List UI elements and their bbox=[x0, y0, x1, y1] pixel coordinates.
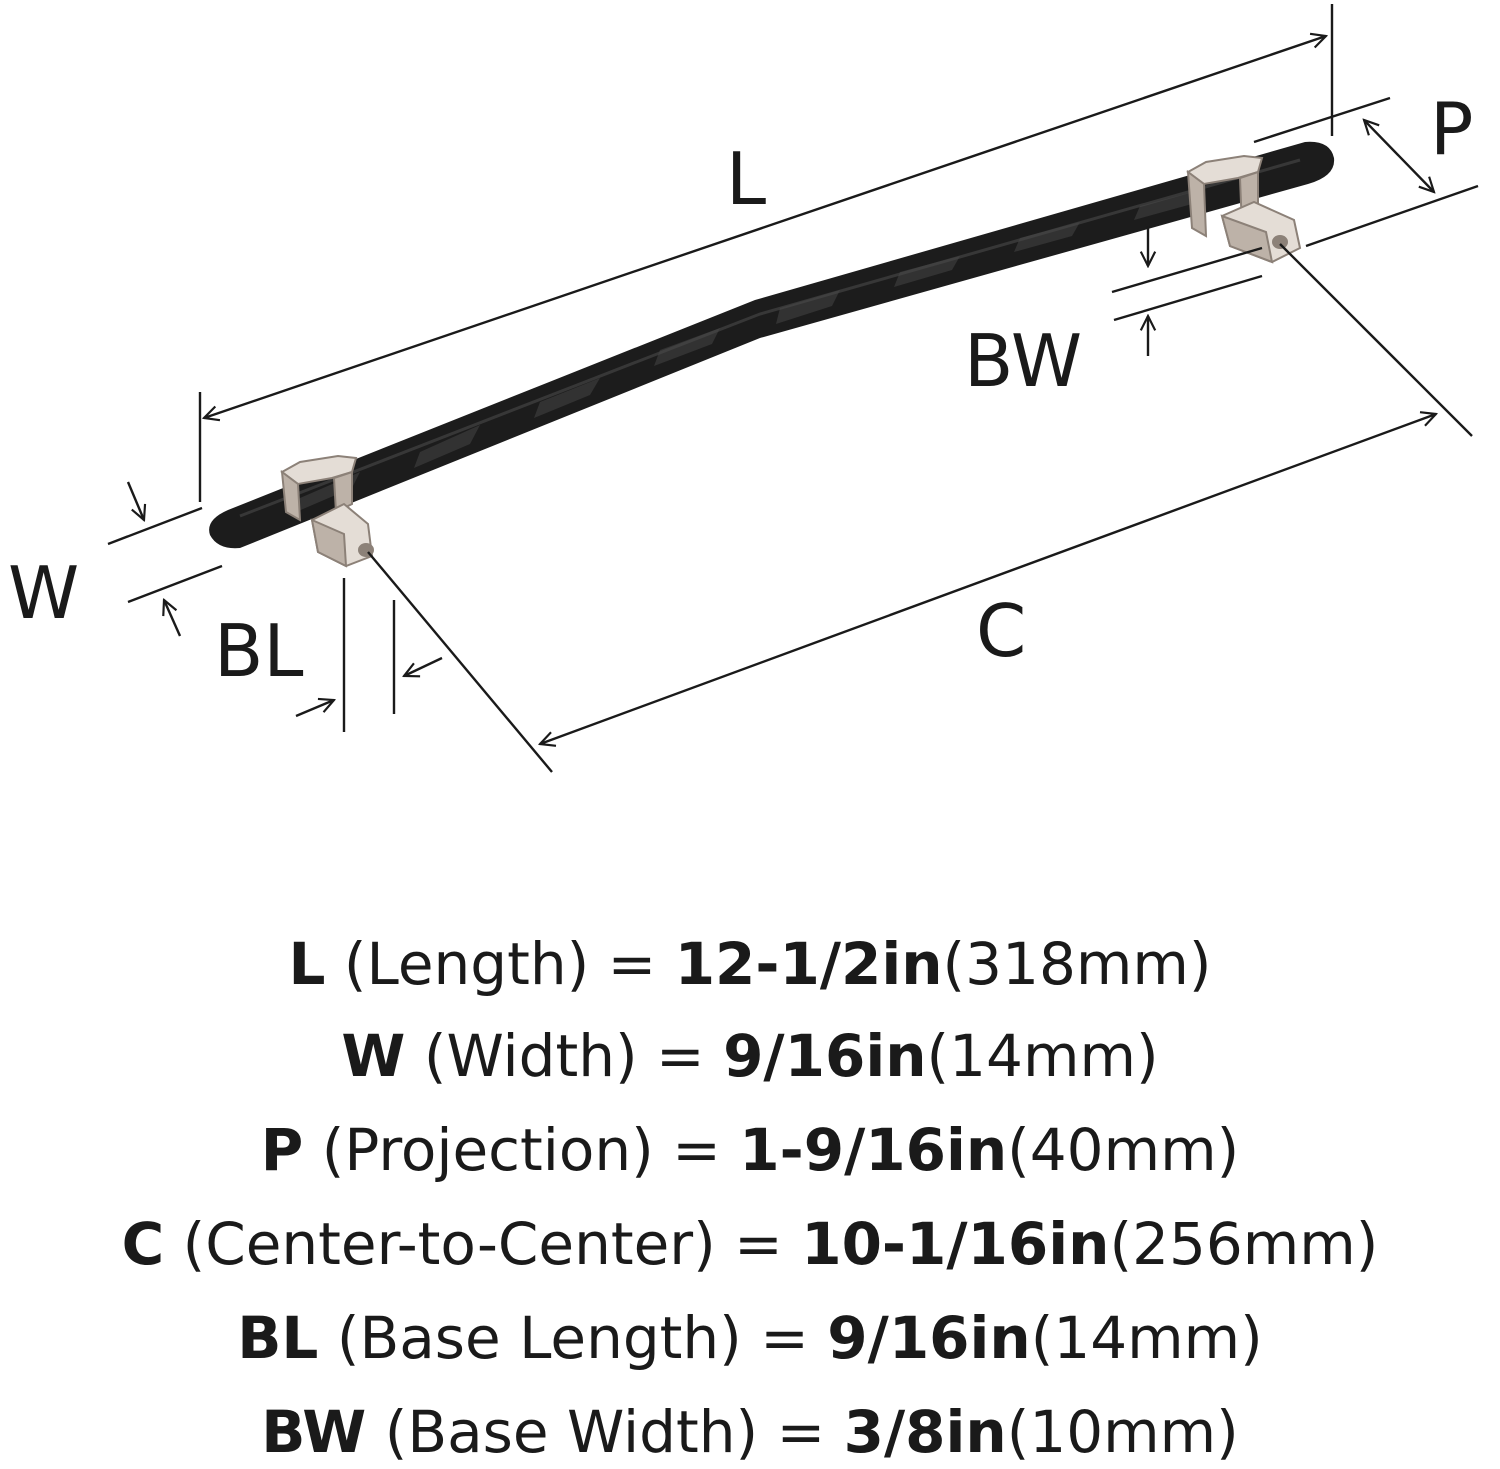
projection-arrow bbox=[1364, 120, 1434, 192]
label-P: P bbox=[1430, 87, 1473, 171]
length-arrow bbox=[204, 36, 1326, 418]
center-to-center-arrow bbox=[540, 414, 1436, 744]
label-L: L bbox=[726, 137, 766, 221]
label-BL: BL bbox=[214, 609, 304, 693]
spec-width: W (Width) = 9/16in(14mm) bbox=[341, 1022, 1158, 1090]
spec-length: L (Length) = 12-1/2in(318mm) bbox=[288, 930, 1211, 998]
dimension-labels: L W P C BL BW bbox=[8, 87, 1473, 693]
left-post bbox=[280, 454, 374, 568]
label-BW: BW bbox=[964, 319, 1082, 403]
label-C: C bbox=[976, 589, 1026, 673]
spec-center-to-center: C (Center-to-Center) = 10-1/16in(256mm) bbox=[122, 1210, 1379, 1278]
spec-projection: P (Projection) = 1-9/16in(40mm) bbox=[261, 1116, 1239, 1184]
dimension-lines bbox=[107, 4, 1479, 773]
spec-base-width: BW (Base Width) = 3/8in(10mm) bbox=[261, 1398, 1239, 1466]
spec-list: L (Length) = 12-1/2in(318mm) W (Width) =… bbox=[122, 930, 1379, 1466]
spec-base-length: BL (Base Length) = 9/16in(14mm) bbox=[237, 1304, 1263, 1372]
label-W: W bbox=[8, 551, 79, 635]
cabinet-pull-illustration bbox=[209, 141, 1335, 568]
